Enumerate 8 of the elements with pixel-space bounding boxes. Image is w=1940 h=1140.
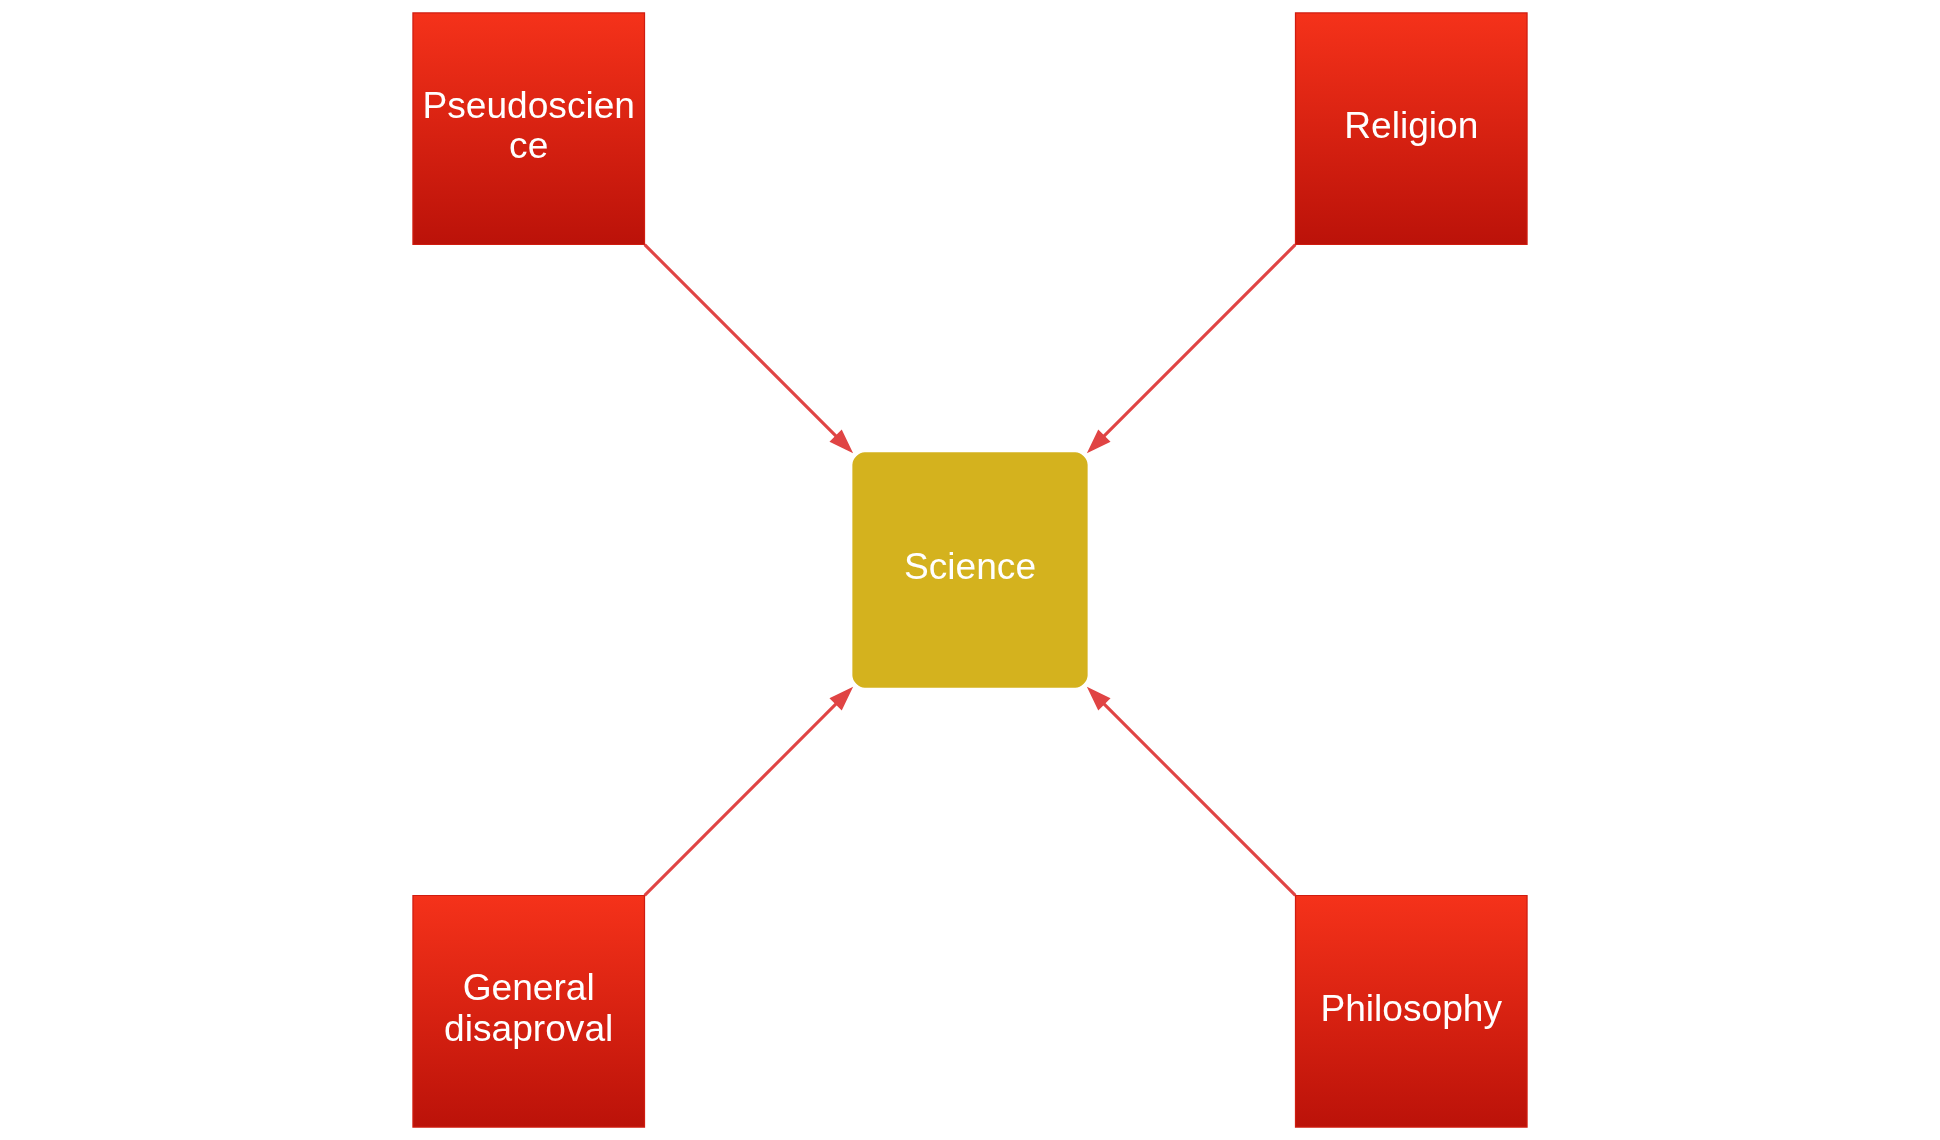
node-box: Religion <box>1294 12 1528 246</box>
node-box: General disaproval <box>412 894 646 1128</box>
node-box: Pseudoscien ce <box>412 12 646 246</box>
arrow <box>643 243 854 454</box>
arrow <box>643 686 854 897</box>
arrow <box>1086 243 1297 454</box>
arrow <box>1086 686 1297 897</box>
node-box: Philosophy <box>1294 894 1528 1128</box>
